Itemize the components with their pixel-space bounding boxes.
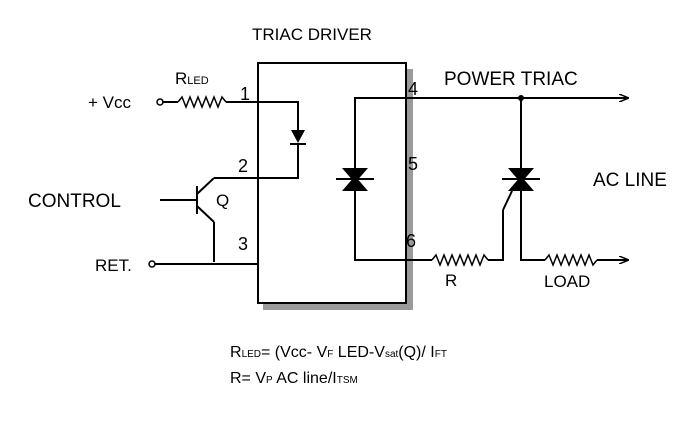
led-anode-wire [258, 101, 299, 130]
formula-rled: RLED= (Vcc- VF LED-Vsat(Q)/ IFT [230, 344, 447, 361]
vcc-terminal [156, 98, 164, 106]
driver-triac-lower [342, 176, 368, 191]
power-triac-lower [508, 176, 534, 191]
power-triac-gate [502, 190, 513, 211]
power-triac-upper [508, 168, 534, 183]
power-triac-label: POWER TRIAC [444, 69, 578, 90]
r-label: R [445, 271, 457, 290]
pin-1-label: 1 [240, 84, 250, 104]
ac-line-label: AC LINE [593, 170, 667, 191]
load-label: LOAD [544, 272, 590, 291]
driver-triac-upper [342, 168, 368, 183]
ret-label: RET. [95, 256, 132, 275]
pin-3-label: 3 [238, 234, 248, 254]
driver-triac-top-wire [354, 97, 406, 168]
pin-6-label: 6 [406, 231, 416, 251]
formula-r: R= VP AC line/ITSM [230, 370, 358, 387]
pin-2-label: 2 [238, 156, 248, 176]
gate-wire [488, 210, 504, 261]
led-diode [291, 130, 305, 143]
pin-4-label: 4 [408, 79, 418, 99]
r-resistor [431, 252, 489, 268]
ret-terminal [148, 260, 156, 268]
pin-5-label: 5 [408, 154, 418, 174]
transistor-emitter [196, 205, 215, 223]
transistor-label: Q [216, 191, 229, 210]
led-cathode-wire [258, 144, 299, 179]
rled-label: RLED [175, 69, 209, 88]
power-triac-mt1-wire [520, 191, 545, 261]
driver-triac-bottom-wire [354, 191, 406, 261]
rled-resistor [177, 94, 227, 110]
transistor-collector [196, 177, 215, 195]
diagram-title: TRIAC DRIVER [252, 25, 372, 44]
control-label: CONTROL [28, 191, 121, 212]
load-resistor [544, 252, 598, 268]
vcc-label: + Vcc [88, 93, 131, 112]
